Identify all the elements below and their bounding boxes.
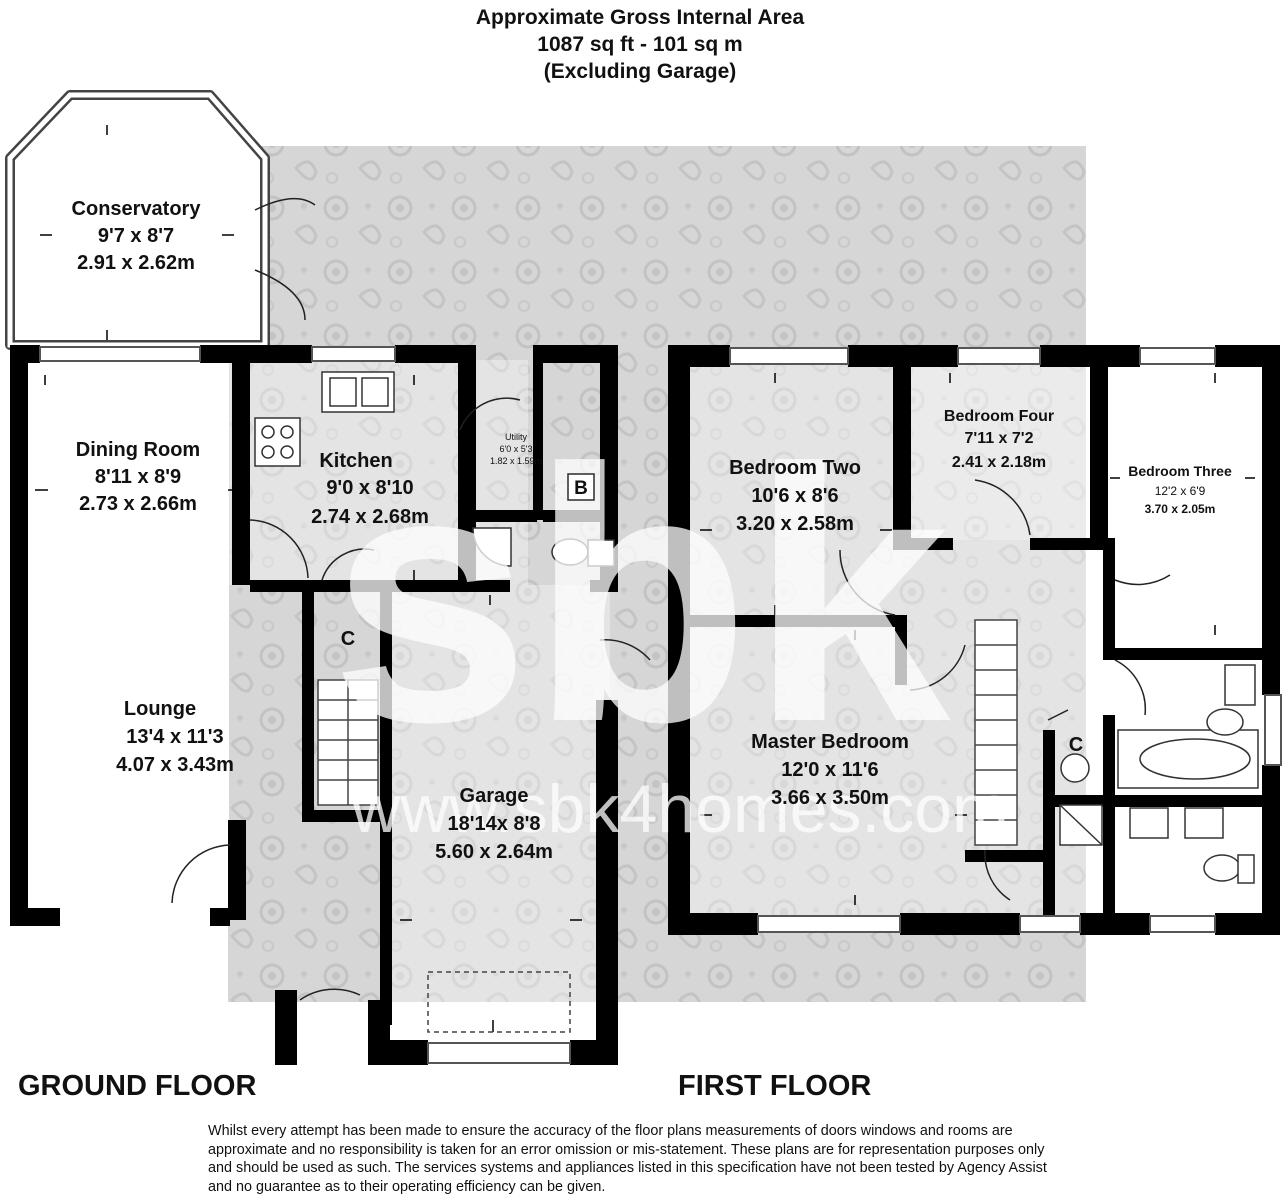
bathroom-fittings (1059, 664, 1259, 884)
utility-imperial: 6'0 x 5'3 (500, 444, 533, 454)
watermark-url: www.sbk4homes.com (350, 771, 1009, 847)
area-note: (Excluding Garage) (543, 60, 737, 83)
lounge-imperial: 13'4 x 11'3 (126, 726, 223, 748)
ground-doors (171, 197, 651, 1001)
master-bedroom-imperial: 12'0 x 11'6 (781, 759, 878, 781)
watermark-logo: sbk (330, 395, 953, 797)
conservatory-metric: 2.91 x 2.62m (77, 252, 195, 274)
bedroom-four-name: Bedroom Four (944, 408, 1054, 425)
conservatory-name: Conservatory (72, 198, 202, 220)
master-bedroom-metric: 3.66 x 3.50m (771, 787, 889, 809)
floor-plan: sbk www.sbk4homes.com Conservatory 9'7 x… (5, 90, 1282, 1065)
first-floor-walls (668, 345, 1280, 935)
bedroom-two-name: Bedroom Two (729, 457, 861, 479)
garage-door (427, 971, 571, 1033)
bedroom-two-metric: 3.20 x 2.58m (736, 513, 854, 535)
first-floor-windows (729, 347, 1282, 933)
boiler-box (567, 473, 595, 501)
kitchen-fittings (254, 371, 615, 567)
area-title: Approximate Gross Internal Area (475, 6, 805, 29)
ground-floor-windows (39, 346, 571, 1064)
lounge-metric: 4.07 x 3.43m (116, 754, 234, 776)
cupboard-first-label: C (1069, 734, 1083, 756)
bedroom-three-imperial: 12'2 x 6'9 (1155, 484, 1206, 498)
bedroom-four-metric: 2.41 x 2.18m (952, 454, 1046, 471)
utility-name: Utility (505, 432, 527, 442)
bedroom-two-imperial: 10'6 x 8'6 (751, 485, 838, 507)
boiler-label: B (574, 478, 588, 499)
disclaimer-text: Whilst every attempt has been made to en… (208, 1123, 1047, 1195)
area-value: 1087 sq ft - 101 sq m (537, 33, 743, 56)
ground-floor-title: GROUND FLOOR (18, 1070, 257, 1102)
bedroom-three-name: Bedroom Three (1128, 463, 1232, 479)
conservatory-imperial: 9'7 x 8'7 (98, 225, 174, 247)
garage-imperial: 18'14x 8'8 (448, 813, 541, 835)
first-floor-title: FIRST FLOOR (678, 1070, 872, 1102)
utility-metric: 1.82 x 1.59m (490, 456, 542, 466)
cupboard-ground-label: C (341, 628, 355, 650)
kitchen-metric: 2.74 x 2.68m (311, 506, 429, 528)
ground-floor-rooms (24, 360, 610, 1035)
ground-stairs (317, 679, 379, 806)
watermark-pattern (228, 146, 1086, 1002)
kitchen-imperial: 9'0 x 8'10 (326, 477, 413, 499)
kitchen-name: Kitchen (319, 450, 392, 472)
first-stairs (974, 619, 1018, 846)
dimension-arrows (35, 125, 1255, 1032)
bedroom-three-metric: 3.70 x 2.05m (1145, 502, 1216, 516)
conservatory-outline (5, 90, 270, 350)
bedroom-four-imperial: 7'11 x 7'2 (964, 430, 1033, 447)
dining-room-name: Dining Room (76, 439, 200, 461)
area-header: Approximate Gross Internal Area 1087 sq … (340, 4, 940, 85)
master-bedroom-name: Master Bedroom (751, 731, 909, 753)
ground-floor-walls (10, 345, 618, 1065)
dining-room-imperial: 8'11 x 8'9 (95, 466, 181, 488)
dining-room-metric: 2.73 x 2.66m (79, 493, 197, 515)
garage-metric: 5.60 x 2.64m (435, 841, 553, 863)
first-doors (839, 479, 1171, 901)
garage-name: Garage (460, 785, 529, 807)
lounge-name: Lounge (124, 698, 196, 720)
